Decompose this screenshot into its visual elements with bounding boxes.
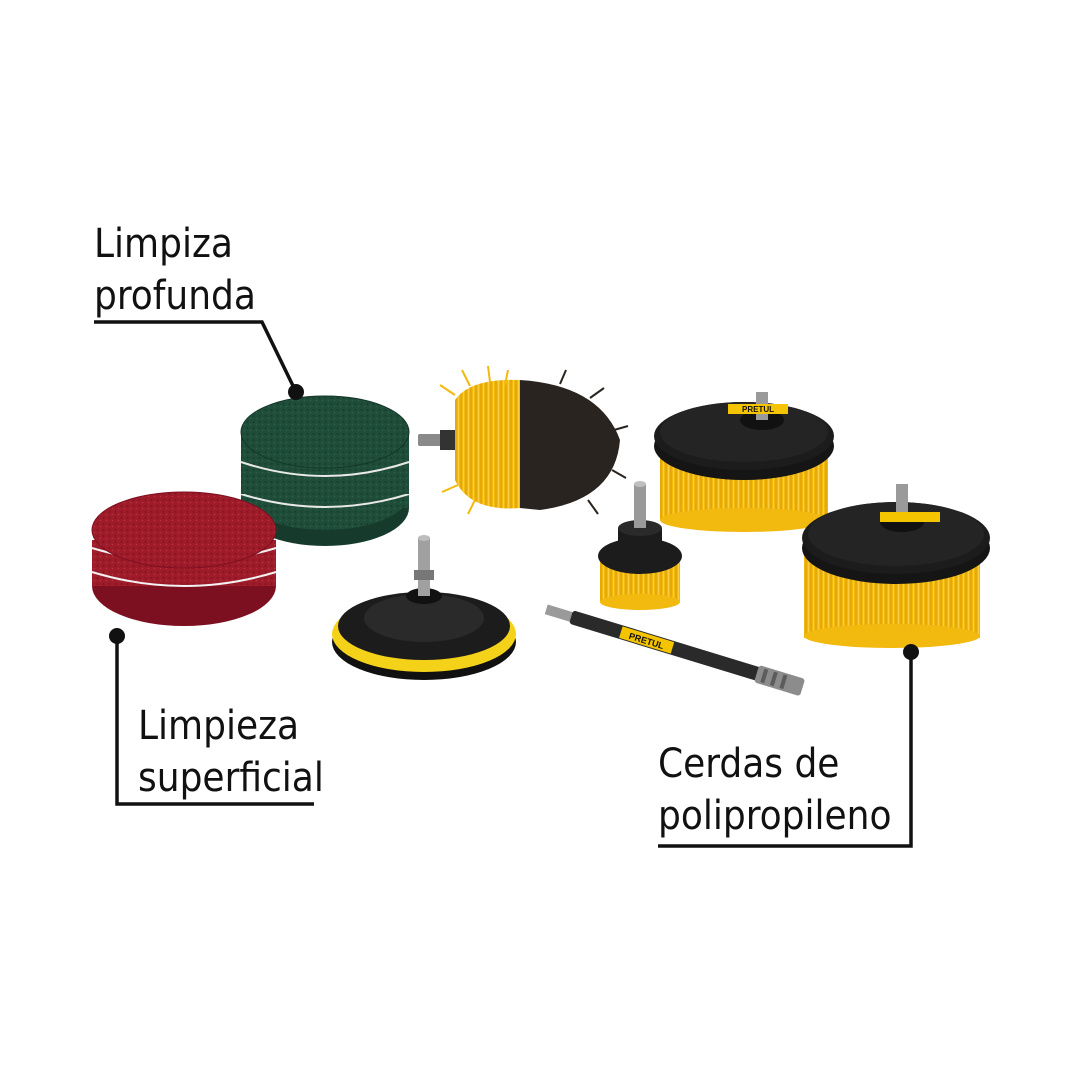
callout-surface-cleaning: Limpieza superficial bbox=[138, 700, 324, 804]
callout-surface-line1: Limpieza bbox=[138, 703, 300, 749]
leader-dot-surface bbox=[109, 628, 125, 644]
callout-surface-line2: superficial bbox=[138, 755, 324, 801]
callout-bristles: Cerdas de polipropileno bbox=[658, 738, 891, 842]
leader-dot-deep bbox=[288, 384, 304, 400]
leader-lines bbox=[94, 320, 913, 848]
leader-deep bbox=[94, 320, 298, 393]
small-round-brush bbox=[598, 481, 682, 610]
large-flat-brush-bottom bbox=[802, 484, 990, 648]
leader-bristles bbox=[658, 652, 913, 848]
green-scrub-pads bbox=[240, 395, 410, 546]
extension-bit: PRETUL bbox=[544, 604, 805, 696]
callout-deep-cleaning: Limpiza profunda bbox=[94, 218, 256, 322]
red-scrub-pads bbox=[91, 491, 277, 626]
leader-dot-bristles bbox=[903, 644, 919, 660]
bullet-brush bbox=[418, 365, 629, 515]
leader-surface bbox=[115, 636, 314, 806]
large-flat-brush-top: PRETUL bbox=[654, 392, 834, 532]
brand-logo-top: PRETUL bbox=[742, 405, 774, 414]
callout-bristles-line2: polipropileno bbox=[658, 793, 892, 839]
callout-bristles-line1: Cerdas de bbox=[658, 741, 840, 787]
callout-deep-line1: Limpiza bbox=[94, 221, 233, 267]
backing-plate bbox=[332, 535, 516, 680]
callout-deep-line2: profunda bbox=[94, 273, 256, 319]
